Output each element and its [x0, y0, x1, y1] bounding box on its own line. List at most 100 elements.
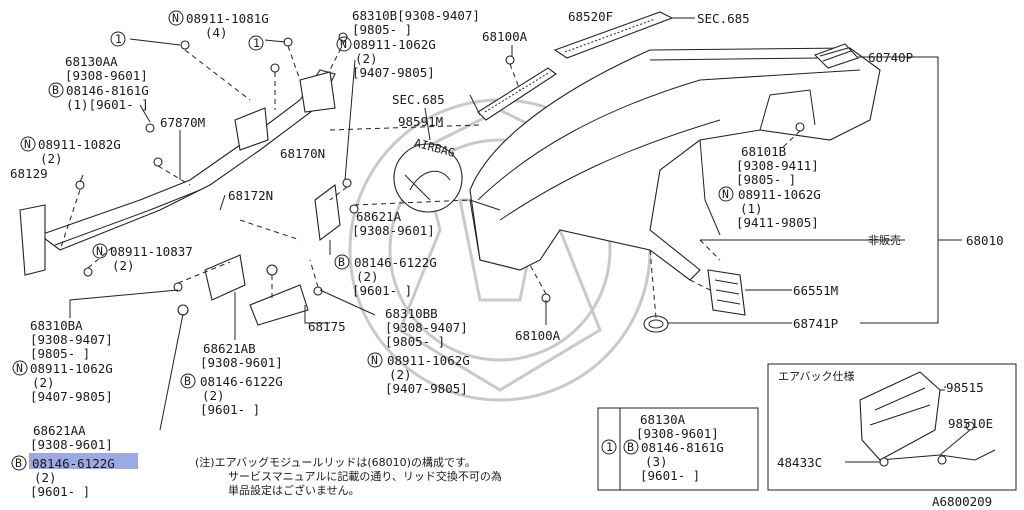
label-08146-8161g-date: (1)[9601- ]: [66, 97, 149, 112]
label-68170n[interactable]: 68170N: [280, 146, 325, 161]
marker-b2: B: [338, 255, 345, 269]
box2-68130a[interactable]: 68130A: [640, 412, 686, 427]
label-68621ab-08146[interactable]: 08146-6122G: [200, 374, 283, 389]
marker-b1: B: [52, 83, 59, 97]
box1-98510e[interactable]: 98510E: [948, 416, 993, 431]
marker-1: 1: [115, 32, 122, 46]
label-68621a[interactable]: 68621A: [356, 209, 402, 224]
label-68621aa-date: [9308-9601]: [30, 437, 113, 452]
dashed-guides: [59, 39, 801, 319]
note-line-1: (注)エアバッグモジュールリッドは(68010)の構成です。: [195, 455, 476, 469]
marker-b4: B: [15, 456, 22, 470]
label-08911-1081g[interactable]: 08911-1081G: [186, 11, 269, 26]
label-68621a-08146[interactable]: 08146-6122G: [354, 255, 437, 270]
label-68129[interactable]: 68129: [10, 166, 48, 181]
label-66551m[interactable]: 66551M: [793, 283, 838, 298]
legend-box-68130a: 1 B 68130A [9308-9601] 08146-8161G (3) […: [597, 407, 759, 491]
label-68130aa[interactable]: 68130AA: [65, 54, 118, 69]
label-68175[interactable]: 68175: [308, 319, 346, 334]
label-qty-2e: (2): [32, 375, 55, 390]
box2-qty: (3): [645, 454, 668, 469]
label-not-sold: 非販売: [868, 234, 901, 247]
box2-08146[interactable]: 08146-8161G: [641, 440, 724, 455]
vent-66551m[interactable]: [707, 269, 746, 316]
label-68310b[interactable]: 68310B[9308-9407]: [352, 8, 480, 23]
label-68310bb-08911[interactable]: 08911-1062G: [387, 353, 470, 368]
label-68101b-date1: [9308-9411]: [736, 158, 819, 173]
label-68310ba-date1: [9308-9407]: [30, 332, 113, 347]
label-68310bb-date2: [9805- ]: [385, 334, 445, 349]
label-qty-2c: (2): [356, 269, 379, 284]
airbag-lid[interactable]: AIRBAG: [393, 135, 463, 213]
label-68310bb[interactable]: 68310BB: [385, 306, 438, 321]
vent-68740p[interactable]: [814, 43, 859, 69]
label-sec685b[interactable]: SEC.685: [392, 92, 445, 107]
marker-1b: 1: [253, 36, 260, 50]
label-68621a-date: [9308-9601]: [352, 223, 435, 238]
label-67870m[interactable]: 67870M: [160, 115, 205, 130]
instrument-panel[interactable]: [469, 47, 881, 281]
label-68520f[interactable]: 68520F: [568, 9, 613, 24]
label-68101b-08911[interactable]: 08911-1062G: [738, 187, 821, 202]
marker-1c: 1: [606, 440, 613, 454]
label-qty-2a: (2): [355, 51, 378, 66]
labels: N 08911-1081G (4) 1 1 68310B[9308-9407] …: [10, 8, 1004, 509]
label-68741p[interactable]: 68741P: [793, 316, 838, 331]
side-defrost-grille[interactable]: [477, 67, 557, 121]
label-68172n[interactable]: 68172N: [228, 188, 273, 203]
label-98591m[interactable]: 98591M: [398, 114, 443, 129]
selection-highlight: [29, 453, 138, 469]
marker-n3: N: [24, 137, 31, 151]
label-68101b-date3: [9411-9805]: [736, 215, 819, 230]
box2-date1: [9308-9601]: [636, 426, 719, 441]
label-date-9407: [9407-9805]: [352, 65, 435, 80]
legend-box-airbag: エアバック仕様 98515 98510E 48433C: [767, 363, 1017, 491]
label-68310ba-08911[interactable]: 08911-1062G: [30, 361, 113, 376]
label-qty-2h: (2): [34, 470, 57, 485]
label-68310b-date: [9805- ]: [352, 22, 412, 37]
airbag-module[interactable]: [859, 371, 941, 461]
label-68100a-bottom[interactable]: 68100A: [515, 328, 561, 343]
label-08911-10837[interactable]: 08911-10837: [110, 244, 193, 259]
marker-n: N: [172, 11, 179, 25]
box1-48433c[interactable]: 48433C: [777, 455, 822, 470]
label-qty-1: (1): [740, 201, 763, 216]
label-68100a-top[interactable]: 68100A: [482, 29, 528, 44]
label-qty-2g: (2): [202, 388, 225, 403]
note-line-2: サービスマニュアルに記載の通り、リッド交換不可の為: [228, 469, 502, 483]
ring-68741p[interactable]: [643, 315, 669, 333]
label-68621ab-date2: [9601- ]: [200, 402, 260, 417]
label-qty-4: (4): [205, 25, 228, 40]
label-sec685a[interactable]: SEC.685: [697, 11, 750, 26]
label-68130aa-date: [9308-9601]: [65, 68, 148, 83]
label-68621a-date2: [9601- ]: [352, 283, 412, 298]
label-08911-1062g[interactable]: 08911-1062G: [353, 37, 436, 52]
marker-n4: N: [722, 187, 729, 201]
label-08911-1082g[interactable]: 08911-1082G: [38, 137, 121, 152]
label-68310ba[interactable]: 68310BA: [30, 318, 83, 333]
label-08146-8161g[interactable]: 08146-8161G: [66, 83, 149, 98]
marker-n7: N: [371, 353, 378, 367]
marker-n5: N: [96, 244, 103, 258]
marker-b3: B: [184, 374, 191, 388]
marker-n2: N: [340, 37, 347, 51]
bracket-68175[interactable]: [249, 284, 309, 326]
label-qty-2f: (2): [389, 367, 412, 382]
label-68101b-date2: [9805- ]: [736, 172, 796, 187]
note-line-3: 単品設定はございません。: [228, 483, 360, 497]
reinforcement-beam[interactable]: [19, 69, 336, 276]
label-68621aa-08146[interactable]: 08146-6122G: [32, 456, 115, 471]
label-68621ab[interactable]: 68621AB: [203, 341, 256, 356]
label-68101b[interactable]: 68101B: [741, 144, 786, 159]
bracket-68170n[interactable]: [314, 183, 341, 242]
label-68010[interactable]: 68010: [966, 233, 1004, 248]
label-68310ba-date2: [9805- ]: [30, 346, 90, 361]
label-68310bb-date1: [9308-9407]: [385, 320, 468, 335]
label-68621aa[interactable]: 68621AA: [33, 423, 86, 438]
label-qty-2d: (2): [112, 258, 135, 273]
bracket-68172n[interactable]: [204, 254, 246, 301]
box1-98515[interactable]: 98515: [946, 380, 984, 395]
label-68740p[interactable]: 68740P: [868, 50, 913, 65]
